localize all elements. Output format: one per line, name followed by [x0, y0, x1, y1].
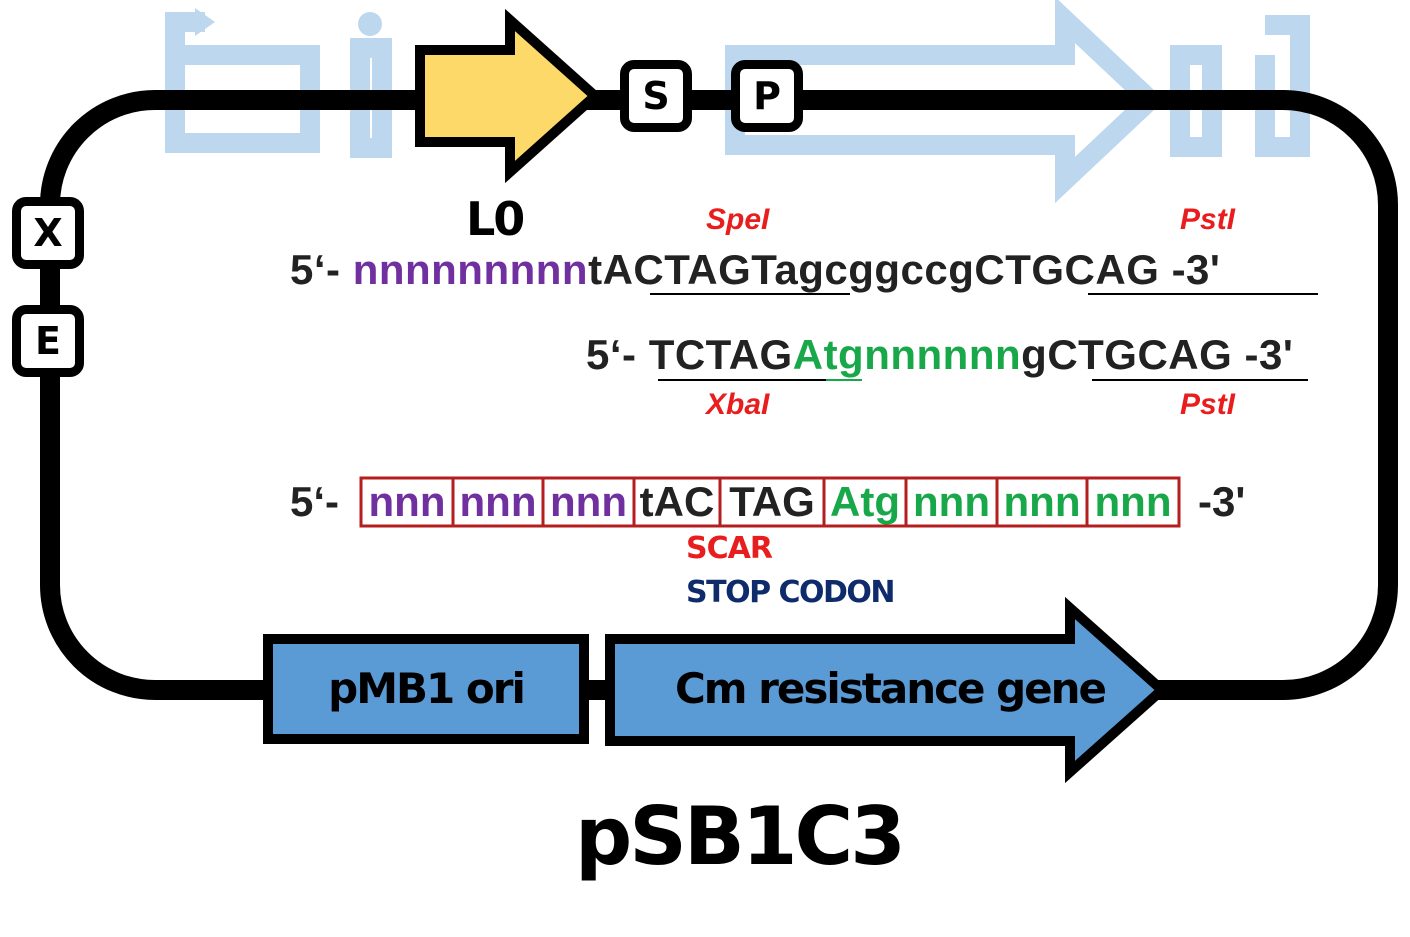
xba-enzyme-label: XbaI	[706, 388, 770, 421]
site-underlines	[650, 293, 1318, 381]
ecori-site-box: E	[12, 305, 84, 377]
codon: TAG	[729, 478, 815, 525]
spe-enzyme-label: SpeI	[706, 203, 770, 236]
seq2-pst-site: CTGCAG	[1047, 331, 1233, 378]
codon: nnn	[1003, 478, 1081, 525]
pst-top-enzyme-label: PstI	[1180, 203, 1236, 236]
psti-site-box: P	[731, 60, 803, 132]
ghost-terminator-b-icon	[1255, 15, 1310, 157]
ghost-rbs-dot-icon	[358, 12, 382, 36]
spei-site-box: S	[620, 60, 692, 132]
ori-box	[263, 634, 589, 744]
resistance-gene-label: Cm resistance gene	[674, 664, 1107, 713]
sequence-2: 5‘- TCTAGAtgnnnnnngCTGCAG -3'	[586, 331, 1293, 379]
seq1-middle: agcggccg	[774, 246, 975, 293]
seq2-a: A	[792, 331, 824, 378]
scar-label: SCAR	[686, 531, 773, 566]
l0-part-arrow	[415, 8, 603, 184]
seq1-n-part: nnnnnnnnn	[352, 246, 589, 293]
ghost-promoter-arrow-icon	[195, 8, 215, 36]
codon-frames	[359, 476, 1181, 528]
plasmid-name: pSB1C3	[575, 790, 906, 883]
seq2-suffix: -3'	[1232, 331, 1294, 378]
xbai-site-box: X	[12, 197, 84, 269]
codon: Atg	[830, 478, 900, 525]
codon-frame	[1085, 476, 1181, 528]
seq2-n-part: nnnnnn	[864, 331, 1022, 378]
seq2-prefix: 5‘-	[586, 331, 649, 378]
seq1-t: t	[588, 246, 603, 293]
seq1-spe-site: ACTAGT	[602, 246, 775, 293]
pst-bottom-enzyme-label: PstI	[1180, 388, 1236, 421]
seq2-xba-site: TCTAG	[648, 331, 793, 378]
stop-codon-label: STOP CODON	[686, 575, 896, 610]
codon: nnn	[913, 478, 990, 525]
codon: tAC	[639, 478, 715, 525]
seq2-g: g	[1021, 331, 1048, 378]
codon: nnn	[550, 478, 627, 525]
codon: nnn	[1094, 478, 1172, 525]
ghost-cds-arrow-icon	[725, 0, 1165, 204]
ori-label: pMB1 ori	[328, 664, 526, 713]
seq3-prefix: 5‘-	[290, 478, 340, 525]
codon: nnn	[459, 478, 537, 525]
sequence-1: 5‘- nnnnnnnnntACTAGTagcggccgCTGCAG -3'	[290, 246, 1220, 294]
resistance-gene-arrow	[605, 596, 1170, 784]
seq3-suffix: -3'	[1198, 478, 1246, 525]
seq1-prefix: 5‘-	[290, 246, 353, 293]
seq1-pst-site: CTGCAG	[974, 246, 1172, 293]
seq1-suffix: -3'	[1171, 246, 1221, 293]
seq2-tg: tg	[823, 331, 865, 378]
part-label: L0	[466, 192, 525, 246]
codon: nnn	[368, 478, 446, 525]
